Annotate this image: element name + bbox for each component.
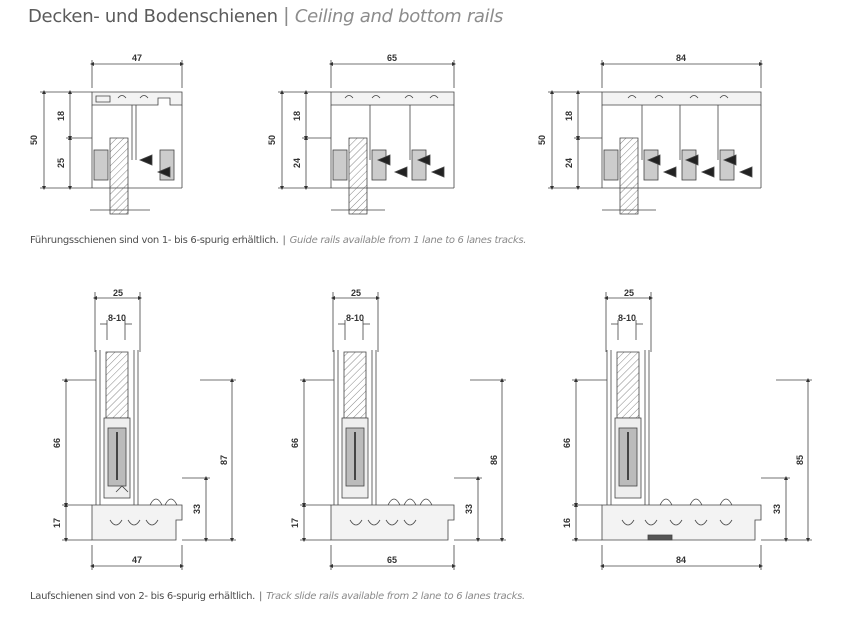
bottom-3-right-total: 85 xyxy=(795,455,805,465)
ceiling-rail-2 xyxy=(278,60,456,215)
track-caption-de: Laufschienen sind von 2- bis 6-spurig er… xyxy=(30,591,256,602)
ceiling-rail-1 xyxy=(40,60,184,215)
bottom-2-right-total: 86 xyxy=(489,455,499,465)
bottom-1-right-total: 87 xyxy=(219,455,229,465)
bottom-3-gap: 8-10 xyxy=(618,313,636,323)
bottom-3-width: 84 xyxy=(676,555,686,565)
bottom-3-base: 16 xyxy=(562,518,572,528)
bottom-1-left-height: 66 xyxy=(52,438,62,448)
bottom-1-right-inner: 33 xyxy=(192,504,202,514)
page-title: Decken- und Bodenschienen|Ceiling and bo… xyxy=(28,5,503,28)
track-caption-separator: | xyxy=(259,591,263,602)
track-rails-caption: Laufschienen sind von 2- bis 6-spurig er… xyxy=(30,591,525,602)
ceiling-2-width: 65 xyxy=(387,53,397,63)
guide-rails-caption: Führungsschienen sind von 1- bis 6-spuri… xyxy=(30,235,527,246)
ceiling-1-width: 47 xyxy=(132,53,142,63)
title-english: Ceiling and bottom rails xyxy=(294,6,504,27)
bottom-3-right-inner: 33 xyxy=(772,504,782,514)
track-caption-en: Track slide rails available from 2 lane … xyxy=(266,591,525,602)
ceiling-1-lower: 25 xyxy=(56,158,66,168)
bottom-3-top-width: 25 xyxy=(624,288,634,298)
bottom-2-right-inner: 33 xyxy=(464,504,474,514)
guide-caption-separator: | xyxy=(282,235,286,246)
bottom-rail-3 xyxy=(572,292,812,570)
title-german: Decken- und Bodenschienen xyxy=(28,6,278,27)
ceiling-rail-3 xyxy=(548,60,763,215)
bottom-1-top-width: 25 xyxy=(113,288,123,298)
bottom-2-left-height: 66 xyxy=(290,438,300,448)
bottom-rail-1 xyxy=(62,292,236,570)
bottom-2-width: 65 xyxy=(387,555,397,565)
ceiling-3-upper: 18 xyxy=(564,111,574,121)
bottom-1-base: 17 xyxy=(52,518,62,528)
ceiling-3-lower: 24 xyxy=(564,158,574,168)
ceiling-3-width: 84 xyxy=(676,53,686,63)
ceiling-1-upper: 18 xyxy=(56,111,66,121)
guide-caption-de: Führungsschienen sind von 1- bis 6-spuri… xyxy=(30,235,279,246)
bottom-2-top-width: 25 xyxy=(351,288,361,298)
ceiling-2-lower: 24 xyxy=(292,158,302,168)
ceiling-3-height: 50 xyxy=(537,135,547,145)
bottom-rail-2 xyxy=(300,292,506,570)
bottom-1-width: 47 xyxy=(132,555,142,565)
bottom-3-left-height: 66 xyxy=(562,438,572,448)
ceiling-2-height: 50 xyxy=(267,135,277,145)
bottom-2-gap: 8-10 xyxy=(346,313,364,323)
bottom-1-gap: 8-10 xyxy=(108,313,126,323)
bottom-2-base: 17 xyxy=(290,518,300,528)
guide-caption-en: Guide rails available from 1 lane to 6 l… xyxy=(289,235,527,246)
ceiling-1-height: 50 xyxy=(29,135,39,145)
title-separator: | xyxy=(283,5,289,27)
ceiling-2-upper: 18 xyxy=(292,111,302,121)
